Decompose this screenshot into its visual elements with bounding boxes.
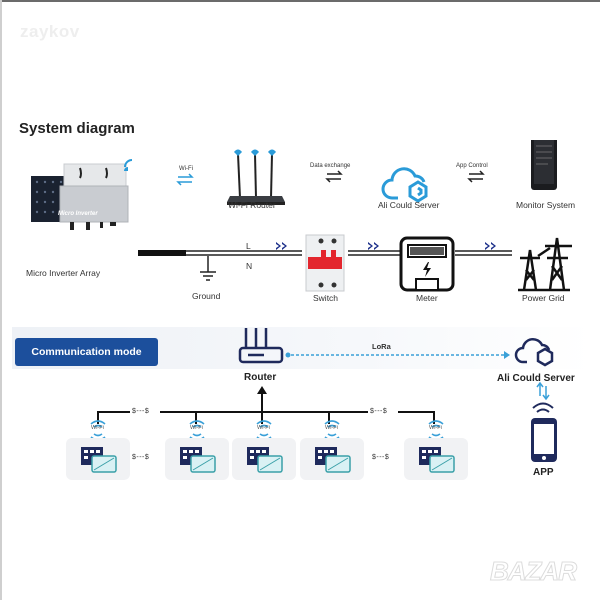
section-title: System diagram	[19, 120, 135, 137]
wifi-router-icon	[227, 149, 285, 205]
power-grid-tower-icon	[518, 237, 572, 292]
chevron-right-icon	[276, 242, 287, 250]
monitor-phone-icon	[531, 140, 557, 190]
watermark-text: zaykov	[20, 22, 80, 41]
ground-symbol-icon	[200, 256, 216, 281]
neutral-line-label: N	[246, 261, 253, 271]
cloud-server-icon	[514, 338, 554, 367]
nodes-ellipsis-left: $---$	[132, 454, 150, 461]
wifi-router-label: Wi-Fi Router	[228, 200, 276, 210]
top-border	[0, 0, 600, 2]
flow-chevrons	[276, 242, 496, 250]
app-control-label: App Control	[456, 163, 488, 169]
panel-inverter-icon	[315, 447, 351, 473]
app-label: APP	[533, 467, 554, 478]
wifi-icon	[324, 420, 340, 440]
wifi-exchange-arrows-icon	[176, 173, 194, 186]
circuit-breaker-icon	[305, 234, 345, 292]
lora-label: LoRa	[372, 342, 391, 351]
panel-inverter-icon	[247, 447, 283, 473]
wifi-icon	[90, 420, 106, 440]
cloud-server-label-comm: Ali Could Server	[497, 373, 575, 384]
app-phone-icon	[531, 402, 557, 462]
left-border	[0, 0, 2, 600]
arrow-right-icon	[504, 351, 510, 359]
inverter-device-text: Micro Inverter	[58, 211, 98, 217]
panel-inverter-icon	[81, 447, 117, 473]
wifi-label: Wi-Fi	[190, 425, 203, 431]
wifi-icon	[256, 420, 272, 440]
bus-to-router-arrow	[257, 386, 267, 412]
bazar-logo: BAZAR	[490, 556, 578, 587]
panel-inverter-icon	[180, 447, 216, 473]
router-label: Router	[244, 372, 277, 383]
nodes-ellipsis-right: $---$	[372, 454, 390, 461]
bidirectional-arrow-icon	[536, 381, 550, 401]
communication-mode-badge: Communication mode	[15, 338, 158, 366]
cloud-server-label: Ali Could Server	[378, 200, 440, 210]
panel-inverter-icon	[419, 447, 455, 473]
wifi-icon	[189, 420, 205, 440]
power-line	[138, 250, 512, 256]
data-exchange-label: Data exchange	[310, 163, 351, 169]
meter-label: Meter	[416, 293, 438, 303]
power-grid-label: Power Grid	[522, 293, 565, 303]
live-line-label: L	[246, 241, 251, 251]
wifi-link-label: Wi-Fi	[179, 166, 193, 172]
wifi-label: Wi-Fi	[429, 425, 442, 431]
electric-meter-icon	[399, 236, 455, 292]
micro-inverter-icon	[59, 163, 129, 230]
ground-label: Ground	[192, 291, 221, 301]
micro-inverter-array-label: Micro Inverter Array	[26, 268, 101, 278]
communication-diagram-canvas	[97, 328, 557, 462]
chevron-right-icon	[368, 242, 379, 250]
wifi-label: Wi-Fi	[91, 425, 104, 431]
router-icon	[238, 328, 284, 364]
bus-ellipsis-right: $---$	[370, 408, 388, 415]
wifi-label: Wi-Fi	[257, 425, 270, 431]
switch-label: Switch	[313, 293, 339, 303]
wifi-icon	[428, 420, 444, 440]
system-diagram-canvas	[31, 140, 572, 292]
wifi-signal-icon	[124, 159, 132, 171]
wifi-label: Wi-Fi	[325, 425, 338, 431]
bus-ellipsis-left: $---$	[132, 408, 150, 415]
data-exchange-arrows-icon	[325, 170, 343, 183]
cloud-server-icon	[381, 167, 428, 203]
monitor-system-label: Monitor System	[516, 200, 576, 210]
chevron-right-icon	[485, 242, 496, 250]
app-control-arrows-icon	[467, 170, 485, 183]
